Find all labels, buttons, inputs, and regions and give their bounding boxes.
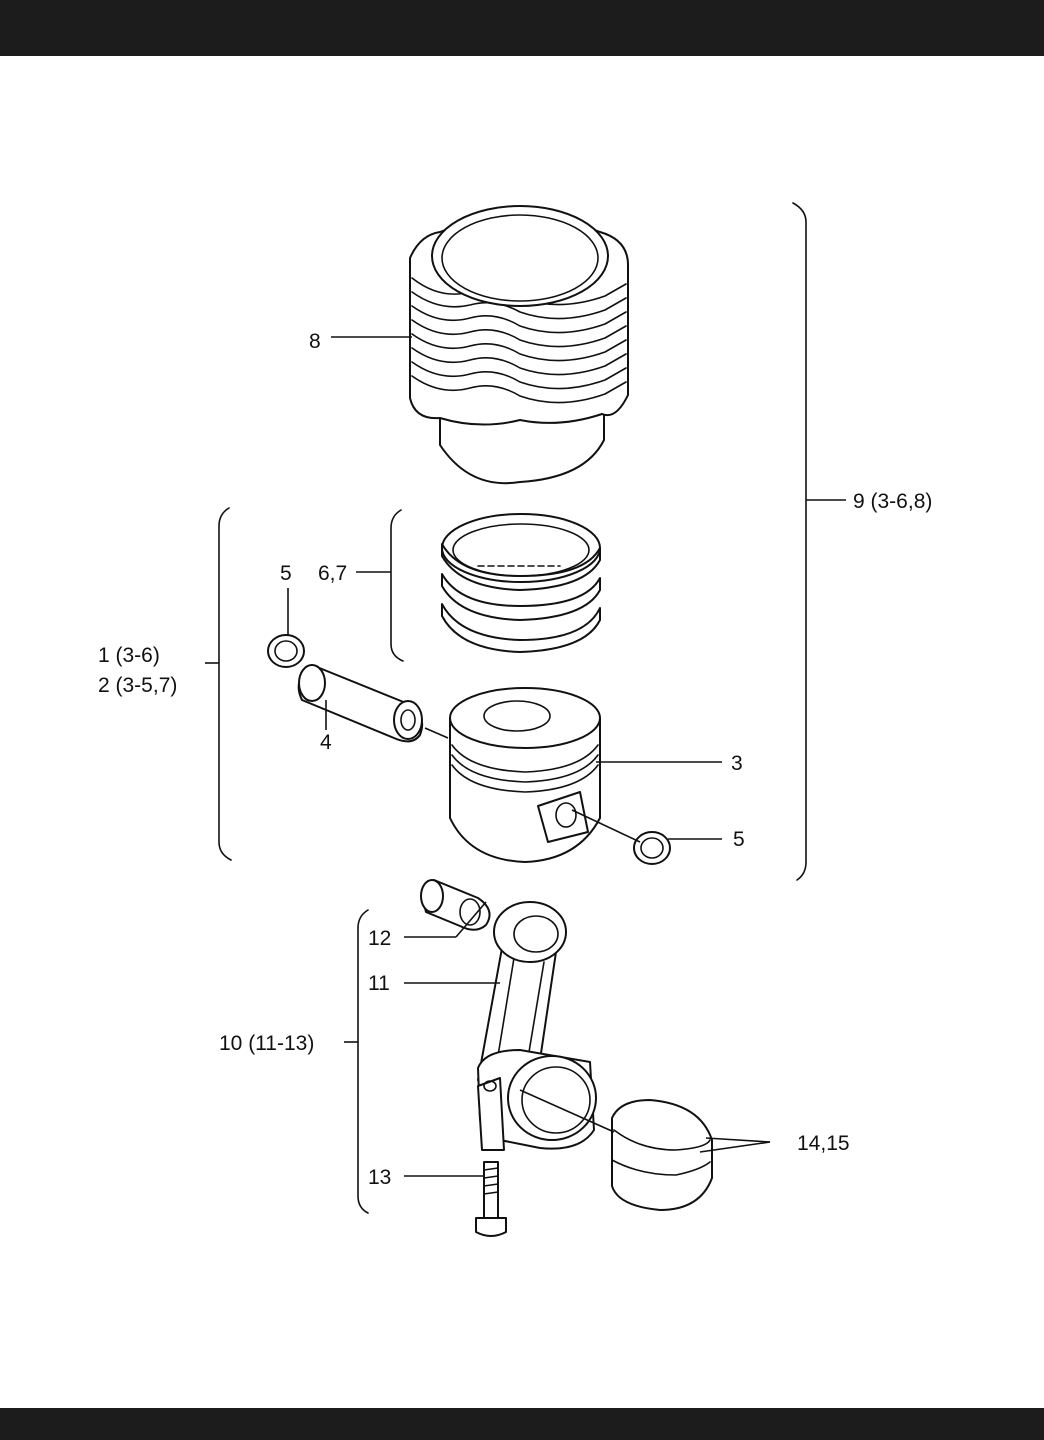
label-assembly-10: 10 (11-13) — [219, 1032, 314, 1055]
label-part-3: 3 — [731, 752, 743, 775]
label-part-14-15: 14,15 — [797, 1132, 850, 1155]
top-bar — [0, 0, 1044, 56]
piston-rings-part-6-7 — [441, 513, 601, 653]
bearing-shells-part-14-15 — [611, 1099, 713, 1211]
label-assembly-1: 1 (3-6) — [98, 644, 160, 667]
label-part-12: 12 — [368, 927, 391, 950]
circlip-part-5-upper — [267, 634, 305, 668]
bottom-bar — [0, 1408, 1044, 1440]
bracket-rod-10 — [357, 909, 369, 1214]
label-part-11: 11 — [368, 972, 390, 995]
bracket-rings-6-7 — [390, 509, 404, 662]
piston-pin-part-4 — [297, 664, 424, 743]
label-part-13: 13 — [368, 1166, 391, 1189]
circlip-part-5-lower — [633, 831, 671, 865]
connecting-rod-part-11 — [477, 901, 597, 1151]
label-part-5-lower: 5 — [733, 828, 745, 851]
bracket-assembly-9 — [792, 202, 807, 881]
piston-part-3 — [449, 687, 601, 863]
bracket-assembly-1-2 — [218, 507, 232, 861]
bolt-part-13 — [475, 1161, 507, 1237]
bush-part-12 — [420, 879, 491, 931]
cylinder-part-8 — [409, 205, 629, 485]
label-part-6-7: 6,7 — [318, 562, 347, 585]
label-assembly-9: 9 (3-6,8) — [853, 490, 932, 513]
label-part-4: 4 — [320, 731, 332, 754]
label-part-8: 8 — [309, 330, 321, 353]
label-assembly-2: 2 (3-5,7) — [98, 674, 177, 697]
label-part-5-upper: 5 — [280, 562, 292, 585]
